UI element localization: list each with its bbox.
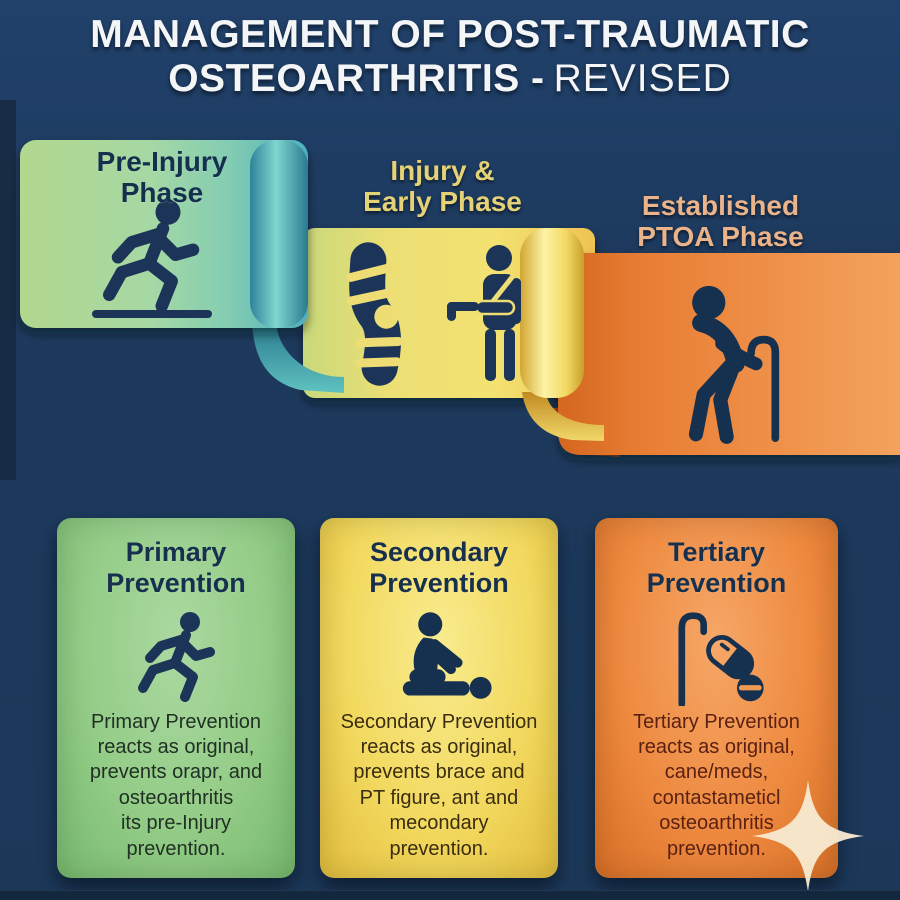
left-edge-shade <box>0 100 16 480</box>
cane-and-medication-icon <box>663 609 771 706</box>
ribbon-fold-green <box>250 140 308 328</box>
card-primary-prevention: Primary Prevention Primary Prevention re… <box>57 518 295 878</box>
card-title: Secondary Prevention <box>369 537 509 599</box>
page-title: MANAGEMENT OF POST-TRAUMATIC OSTEOARTHRI… <box>0 13 900 100</box>
card-body-text: Primary Prevention reacts as original, p… <box>89 710 263 860</box>
card-title: Primary Prevention <box>106 537 246 599</box>
runner-icon <box>126 609 226 703</box>
ground-line <box>92 310 212 318</box>
phase-label-injury-early: Injury & Early Phase <box>363 155 522 218</box>
ribbon-fold-yellow <box>520 228 584 398</box>
phase-ribbon <box>20 140 900 457</box>
card-body-text: Tertiary Prevention reacts as original, … <box>633 710 800 860</box>
sparkle-icon <box>752 780 864 892</box>
page-title-line2-regular: REVISED <box>553 56 732 100</box>
card-secondary-prevention: Secondary Prevention Secondary Preventio… <box>320 518 558 878</box>
ribbon-fold-green-curl <box>252 322 344 393</box>
bottom-border-strip <box>0 890 900 900</box>
phase-label-pre-injury: Pre-Injury Phase <box>96 146 228 209</box>
ribbon-fold-yellow-curl <box>522 392 604 441</box>
card-body-text: Secondary Prevention reacts as original,… <box>340 710 538 860</box>
card-title: Tertiary Prevention <box>646 537 787 599</box>
page-title-line2: OSTEOARTHRITIS -REVISED <box>0 57 900 101</box>
page-title-line2-bold: OSTEOARTHRITIS - <box>168 56 545 100</box>
phase-label-established-ptoa: Established PTOA Phase <box>637 190 804 253</box>
physiotherapy-icon <box>383 609 495 701</box>
page-title-line1: MANAGEMENT OF POST-TRAUMATIC <box>90 13 810 56</box>
